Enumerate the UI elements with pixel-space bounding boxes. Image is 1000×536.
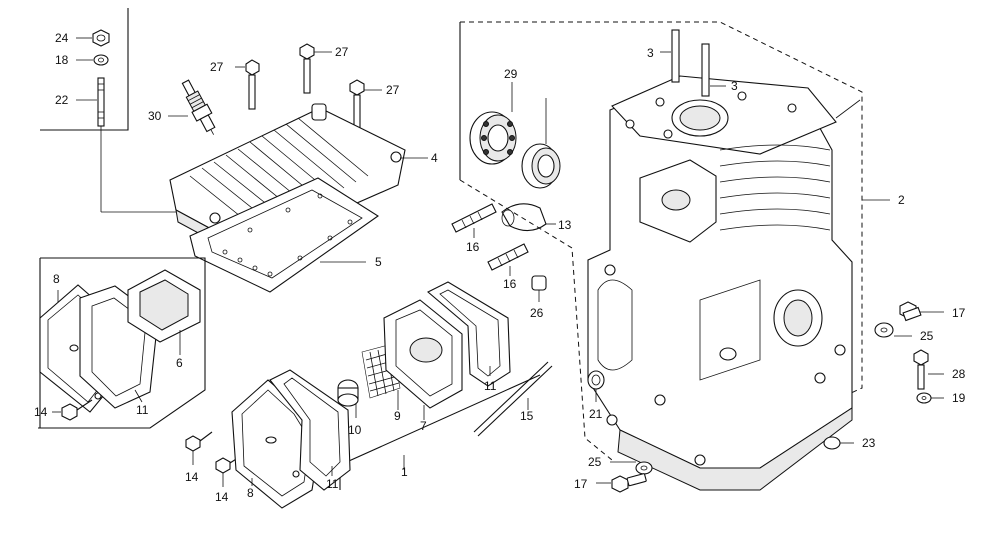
callout-5: 5: [375, 255, 382, 269]
callout-1: 1: [401, 465, 408, 479]
callout-16: 16: [503, 277, 517, 291]
callout-16: 16: [466, 240, 480, 254]
callout-10: 10: [348, 423, 362, 437]
bolt-part: [235, 59, 260, 110]
callout-27: 27: [210, 60, 224, 74]
callout-24: 24: [55, 31, 69, 45]
collar-part: [531, 275, 547, 302]
spark-plug-part: [181, 79, 216, 135]
callout-14: 14: [34, 405, 48, 419]
callout-9: 9: [394, 409, 401, 423]
oil-seal-part: [521, 98, 561, 189]
bolt-part: [185, 431, 213, 465]
nut-part: [76, 29, 110, 47]
callout-23: 23: [862, 436, 876, 450]
bolt-part: [349, 79, 382, 130]
inset-bracket: [40, 8, 129, 131]
bearing-part: [469, 82, 517, 165]
gasket-part: [427, 281, 511, 387]
stud-bolt-part: [473, 361, 553, 437]
bolt-part: [899, 301, 944, 322]
callout-26: 26: [530, 306, 544, 320]
callout-18: 18: [55, 53, 69, 67]
breather-tube-part: [501, 203, 556, 232]
washer-part: [610, 461, 653, 475]
washer-part: [76, 54, 109, 66]
callout-4: 4: [431, 151, 438, 165]
callout-15: 15: [520, 409, 534, 423]
head-gasket-part: [189, 177, 379, 293]
bolt-part: [52, 399, 93, 421]
crankcase-group-outline: [459, 21, 890, 461]
callout-25: 25: [588, 455, 602, 469]
crankcase-part: [587, 29, 861, 491]
callout-27: 27: [335, 45, 349, 59]
plug-part: [823, 436, 854, 450]
callout-14: 14: [215, 490, 229, 504]
callout-7: 7: [420, 419, 427, 433]
callout-11: 11: [136, 403, 149, 417]
filter-element-part: [361, 343, 401, 410]
callout-13: 13: [558, 218, 572, 232]
callout-14: 14: [185, 470, 199, 484]
breather-plate-part: [127, 269, 201, 355]
callout-17: 17: [952, 306, 966, 320]
breather-valve-part: [337, 379, 359, 418]
dowel-pin-part: [487, 243, 529, 276]
callout-labels: 1 2 3 3 4 5 6 7 8 8 9 10 11 11 11 13 14 …: [34, 31, 966, 504]
gasket-part: [269, 369, 351, 491]
callout-8: 8: [53, 272, 60, 286]
breather-case-part: [383, 299, 463, 420]
bolt-part: [299, 43, 332, 94]
callout-19: 19: [952, 391, 966, 405]
callout-17: 17: [574, 477, 588, 491]
bolt-part: [596, 473, 647, 493]
callout-8: 8: [247, 486, 254, 500]
dowel-pin-part: [451, 203, 497, 238]
callout-29: 29: [504, 67, 518, 81]
callout-11: 11: [484, 379, 497, 393]
dowel-pin-part: [587, 370, 605, 402]
stud-bolt-part: [76, 77, 180, 213]
callout-28: 28: [952, 367, 966, 381]
callout-3: 3: [647, 46, 654, 60]
callout-3: 3: [731, 79, 738, 93]
callout-11: 11: [326, 477, 339, 491]
washer-part: [874, 322, 912, 338]
callout-6: 6: [176, 356, 183, 370]
callout-2: 2: [898, 193, 905, 207]
bolt-part: [913, 349, 944, 390]
callout-27: 27: [386, 83, 400, 97]
callout-21: 21: [589, 407, 603, 421]
washer-part: [916, 392, 944, 404]
callout-30: 30: [148, 109, 162, 123]
callout-22: 22: [55, 93, 69, 107]
callout-25: 25: [920, 329, 934, 343]
